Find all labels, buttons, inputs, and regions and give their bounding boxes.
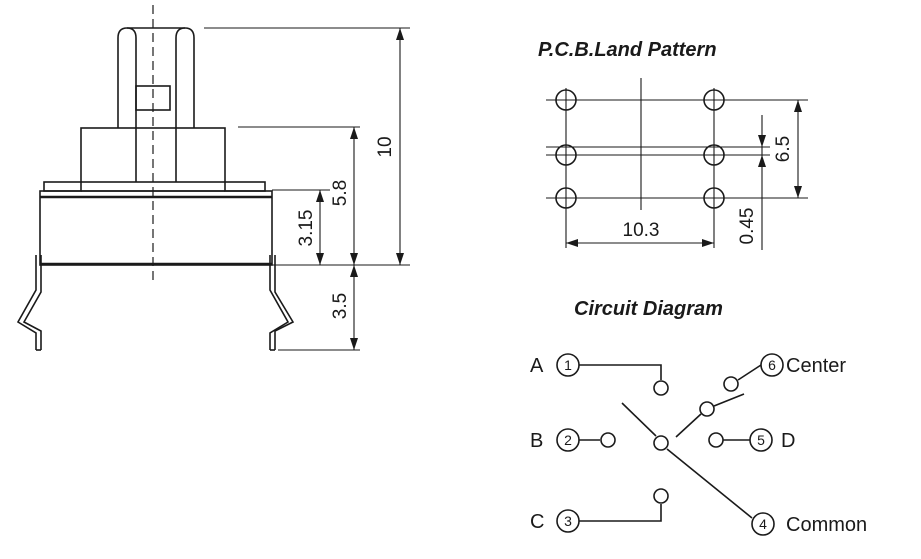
pad-hole	[703, 89, 725, 111]
pad-hole	[703, 187, 725, 209]
dim-land-width: 10.3	[623, 220, 660, 241]
pin-6-number: 6	[768, 357, 776, 373]
pin-5-circle	[749, 428, 773, 452]
pin-1-number: 1	[564, 357, 572, 373]
pin-2-number: 2	[564, 432, 572, 448]
pad-hole	[703, 144, 725, 166]
pin-5-number: 5	[757, 432, 765, 448]
left-lead	[16, 255, 42, 351]
pin-label-a: A	[530, 355, 544, 377]
pad-holes	[555, 89, 725, 209]
dim-land-gap: 0.45	[737, 208, 758, 245]
pin-label-center: Center	[786, 355, 846, 377]
dim-body-to-step: 5.8	[330, 180, 351, 206]
pad-hole	[555, 187, 577, 209]
right-tab	[224, 181, 266, 192]
circuit-title: Circuit Diagram	[574, 298, 723, 320]
stem	[117, 27, 195, 182]
dim-line-3-5	[350, 265, 358, 350]
dim-land-pitch: 6.5	[773, 136, 794, 162]
pin-label-b: B	[530, 430, 543, 452]
pin-3-number: 3	[564, 513, 572, 529]
pad-hole	[555, 89, 577, 111]
step-block	[80, 127, 226, 183]
dim-line-5-8	[350, 127, 358, 265]
dim-line-10	[396, 28, 404, 265]
land-pattern: P.C.B.Land Pattern 10.3 6.5	[538, 39, 808, 250]
side-view: 10 5.8 3.15 3.5	[16, 5, 410, 351]
pin-4-number: 4	[759, 516, 767, 532]
dim-total-height: 10	[375, 136, 396, 157]
pin-label-d: D	[781, 430, 795, 452]
pin-label-common: Common	[786, 514, 867, 536]
pin-4-circle	[751, 512, 775, 536]
dim-lead-length: 3.5	[330, 293, 351, 319]
switch-body	[39, 190, 273, 266]
pad-hole	[555, 144, 577, 166]
pin-label-c: C	[530, 511, 544, 533]
land-pattern-title: P.C.B.Land Pattern	[538, 39, 717, 61]
common-pivot	[653, 435, 669, 451]
right-lead	[269, 255, 295, 351]
dim-line-3-15	[316, 190, 324, 265]
dim-body-height: 3.15	[296, 210, 317, 247]
left-tab	[43, 181, 82, 192]
circuit-diagram: Circuit Diagram A 1 B 2 C 3 6 Center 5	[530, 298, 867, 536]
